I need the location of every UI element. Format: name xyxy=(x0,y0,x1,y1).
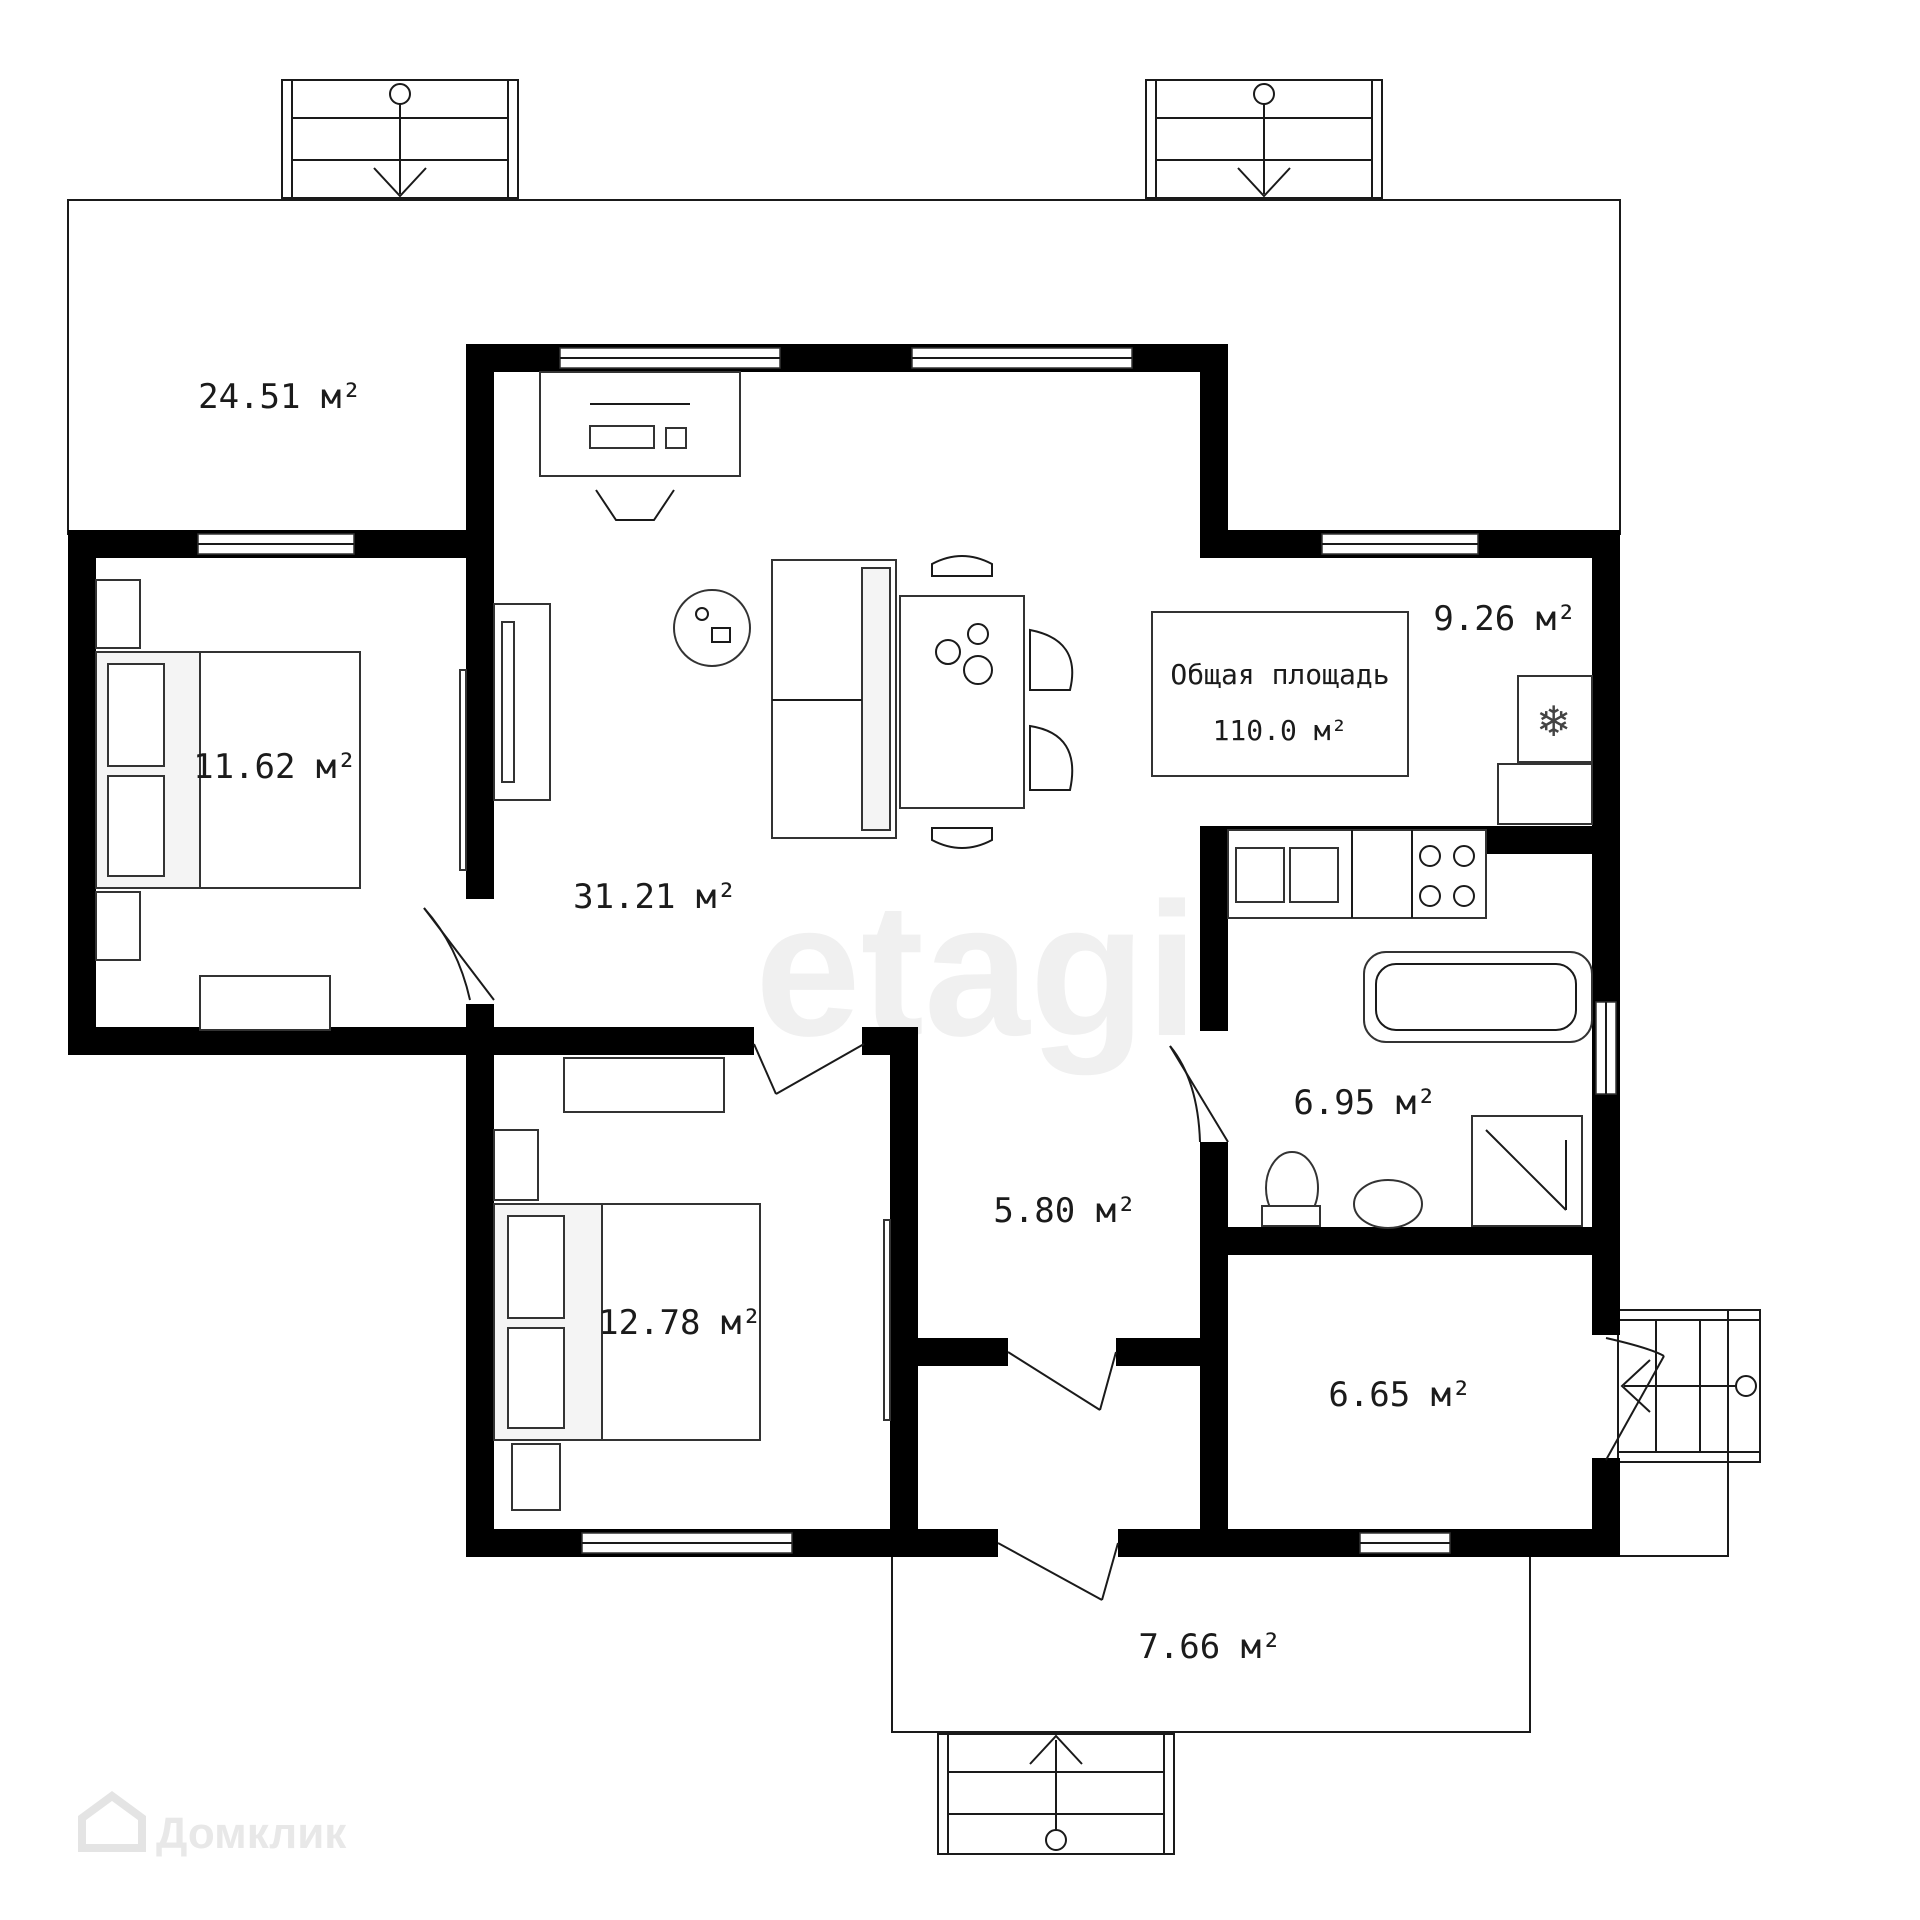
total-area-value: 110.0 м² xyxy=(1213,714,1348,747)
bed-2 xyxy=(493,1057,891,1511)
stairs-top-right xyxy=(1145,79,1383,199)
terrace-bottom-outline xyxy=(891,1556,1531,1733)
bed-1 xyxy=(95,579,467,1031)
total-area-box: Общая площадь 110.0 м² xyxy=(1151,611,1409,777)
area-bedroom-2: 12.78 м² xyxy=(598,1303,762,1343)
windows xyxy=(197,347,1617,1554)
bathroom-fixtures xyxy=(1261,951,1593,1229)
sofa xyxy=(771,559,897,839)
terrace-top-outline xyxy=(67,199,1621,535)
porch-right-outline xyxy=(1618,1309,1729,1557)
dining-table xyxy=(899,555,1074,849)
area-terrace-bottom: 7.66 м² xyxy=(1138,1627,1281,1667)
stairs-bottom xyxy=(937,1733,1175,1855)
area-kitchen: 9.26 м² xyxy=(1433,599,1576,639)
area-bathroom: 6.95 м² xyxy=(1293,1083,1436,1123)
kitchen-set: ❄ xyxy=(1227,675,1593,919)
domclick-watermark-text: Домклик xyxy=(156,1809,347,1858)
desk xyxy=(539,371,741,521)
doors xyxy=(423,907,1665,1601)
walls xyxy=(68,344,1620,1557)
area-storage: 6.65 м² xyxy=(1328,1375,1471,1415)
side-table xyxy=(673,589,751,667)
area-bedroom-1: 11.62 м² xyxy=(193,747,357,787)
domclick-watermark: Домклик xyxy=(78,1791,347,1858)
etagi-watermark: etagi xyxy=(755,864,1198,1076)
area-living: 31.21 м² xyxy=(573,877,737,917)
area-terrace-top: 24.51 м² xyxy=(198,377,362,417)
tv-stand xyxy=(493,603,551,801)
area-hall: 5.80 м² xyxy=(993,1191,1136,1231)
total-area-label: Общая площадь xyxy=(1170,658,1389,691)
svg-text:❄: ❄ xyxy=(1536,697,1571,746)
stairs-right xyxy=(1617,1309,1761,1463)
stairs-top-left xyxy=(281,79,519,199)
